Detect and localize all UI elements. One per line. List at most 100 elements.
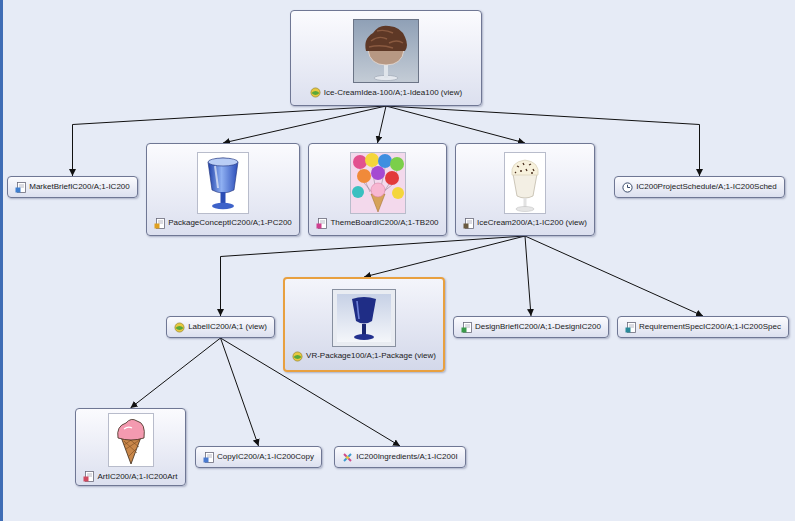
connector: [221, 338, 259, 446]
drawing-part: [357, 169, 371, 183]
drawing-part: [175, 322, 184, 331]
drawing-part: [117, 419, 144, 440]
drawing-part: [390, 157, 404, 171]
item-card: PackageConceptIC200/A;1-PC200: [146, 143, 300, 236]
label-row: RequirementSpecIC200/A;1-IC200Spec: [625, 322, 781, 333]
drawing-part: [365, 26, 407, 51]
drawing-part: [124, 438, 140, 457]
drawing-part: [505, 152, 546, 213]
theme-board: [350, 152, 406, 214]
drawing-part: [352, 186, 364, 198]
drawing-part: [371, 183, 385, 197]
drawing-part: [623, 182, 632, 191]
drawing-part: [320, 221, 325, 223]
label-row: LabelIC200/A;1 (view): [174, 322, 267, 333]
drawing-part: [124, 427, 132, 429]
drawing-part: [207, 455, 212, 457]
drawing-part: [516, 206, 534, 211]
item-card: ArtIC200/A;1-IC200Art: [75, 408, 186, 486]
drawing-part: [204, 457, 209, 462]
label-row: PackageConceptIC200/A;1-PC200: [154, 218, 292, 229]
item-icon: [316, 218, 327, 229]
item-box: IC200Ingredients/A;1-IC200I: [334, 446, 466, 468]
label-row: VR-Package100/A;1-Package (view): [292, 351, 436, 362]
drawing-part: [344, 454, 351, 461]
drawing-part: [208, 158, 238, 193]
drawing-part: [350, 152, 405, 213]
drawing-part: [462, 327, 467, 332]
item-label: VR-Package100/A;1-Package (view): [306, 351, 436, 361]
drawing-part: [344, 454, 351, 461]
edge-strip: [0, 0, 3, 521]
label-row: IC200Ingredients/A;1-IC200I: [342, 452, 457, 463]
drawing-part: [464, 223, 469, 228]
drawing-part: [365, 153, 379, 167]
drawing-part: [294, 355, 302, 359]
label-row: CopyIC200/A;1-IC200Copy: [203, 452, 314, 463]
label-row: Ice-CreamIdea-100/A;1-Idea100 (view): [310, 87, 462, 98]
item-icon: [461, 322, 472, 333]
connector: [525, 236, 703, 316]
item-card: Ice-CreamIdea-100/A;1-Idea100 (view): [290, 10, 482, 106]
drawing-part: [221, 192, 226, 204]
item-icon: [310, 87, 321, 98]
drawing-part: [513, 174, 537, 198]
item-label: IceCream200/A;1-IC200 (view): [477, 218, 587, 228]
drawing-part: [629, 325, 634, 327]
vr-package-render: [332, 289, 396, 347]
drawing-part: [378, 154, 392, 168]
drawing-part: [392, 187, 404, 199]
drawing-part: [385, 171, 399, 185]
item-icon: [622, 182, 633, 193]
drawing-part: [19, 185, 24, 187]
package-render: [197, 152, 249, 214]
item-label: IC200ProjectSchedule/A;1-IC200Sched: [636, 182, 777, 192]
item-label: CopyIC200/A;1-IC200Copy: [217, 452, 314, 462]
drawing-part: [371, 166, 385, 180]
drawing-part: [84, 477, 89, 482]
item-label: RequirementSpecIC200/A;1-IC200Spec: [639, 322, 781, 332]
connector: [525, 236, 531, 316]
drawing-part: [158, 221, 163, 223]
item-icon: [174, 322, 185, 333]
drawing-part: [352, 297, 376, 324]
item-icon: [292, 351, 303, 362]
drawing-part: [354, 20, 419, 83]
item-box: LabelIC200/A;1 (view): [166, 316, 275, 338]
item-icon: [203, 452, 214, 463]
drawing-part: [333, 289, 396, 346]
drawing-part: [108, 414, 153, 467]
drawing-part: [346, 455, 349, 458]
item-box: DesignBriefIC200/A;1-DesignIC200: [453, 316, 609, 338]
drawing-part: [512, 160, 538, 175]
item-label: ArtIC200/A;1-IC200Art: [97, 472, 177, 482]
item-icon: [625, 322, 636, 333]
drawing-part: [311, 91, 319, 95]
item-card: VR-Package100/A;1-Package (view): [283, 277, 445, 372]
item-card: IceCream200/A;1-IC200 (view): [455, 143, 595, 236]
item-box: CopyIC200/A;1-IC200Copy: [195, 446, 322, 468]
drawing-part: [368, 50, 404, 65]
drawing-part: [155, 223, 160, 228]
label-row: IceCream200/A;1-IC200 (view): [463, 218, 587, 229]
label-row: DesignBriefIC200/A;1-DesignIC200: [461, 322, 601, 333]
connector: [223, 106, 386, 143]
connector: [364, 236, 525, 277]
drawing-part: [293, 351, 302, 360]
item-label: MarketBriefIC200/A;1-IC200: [29, 182, 130, 192]
drawing-part: [369, 30, 403, 48]
drawing-part: [198, 152, 249, 213]
drawing-part: [176, 326, 184, 330]
item-box: IC200ProjectSchedule/A;1-IC200Sched: [614, 176, 785, 198]
item-icon: [15, 182, 26, 193]
drawing-part: [311, 88, 320, 97]
drawing-part: [208, 158, 238, 166]
item-box: RequirementSpecIC200/A;1-IC200Spec: [617, 316, 789, 338]
drawing-part: [465, 325, 470, 327]
item-card: ThemeBoardIC200/A;1-TB200: [308, 143, 447, 236]
item-label: Ice-CreamIdea-100/A;1-Idea100 (view): [324, 88, 462, 98]
drawing-part: [337, 294, 391, 342]
drawing-part: [212, 202, 234, 208]
connector: [386, 106, 525, 143]
label-row: MarketBriefIC200/A;1-IC200: [15, 182, 130, 193]
